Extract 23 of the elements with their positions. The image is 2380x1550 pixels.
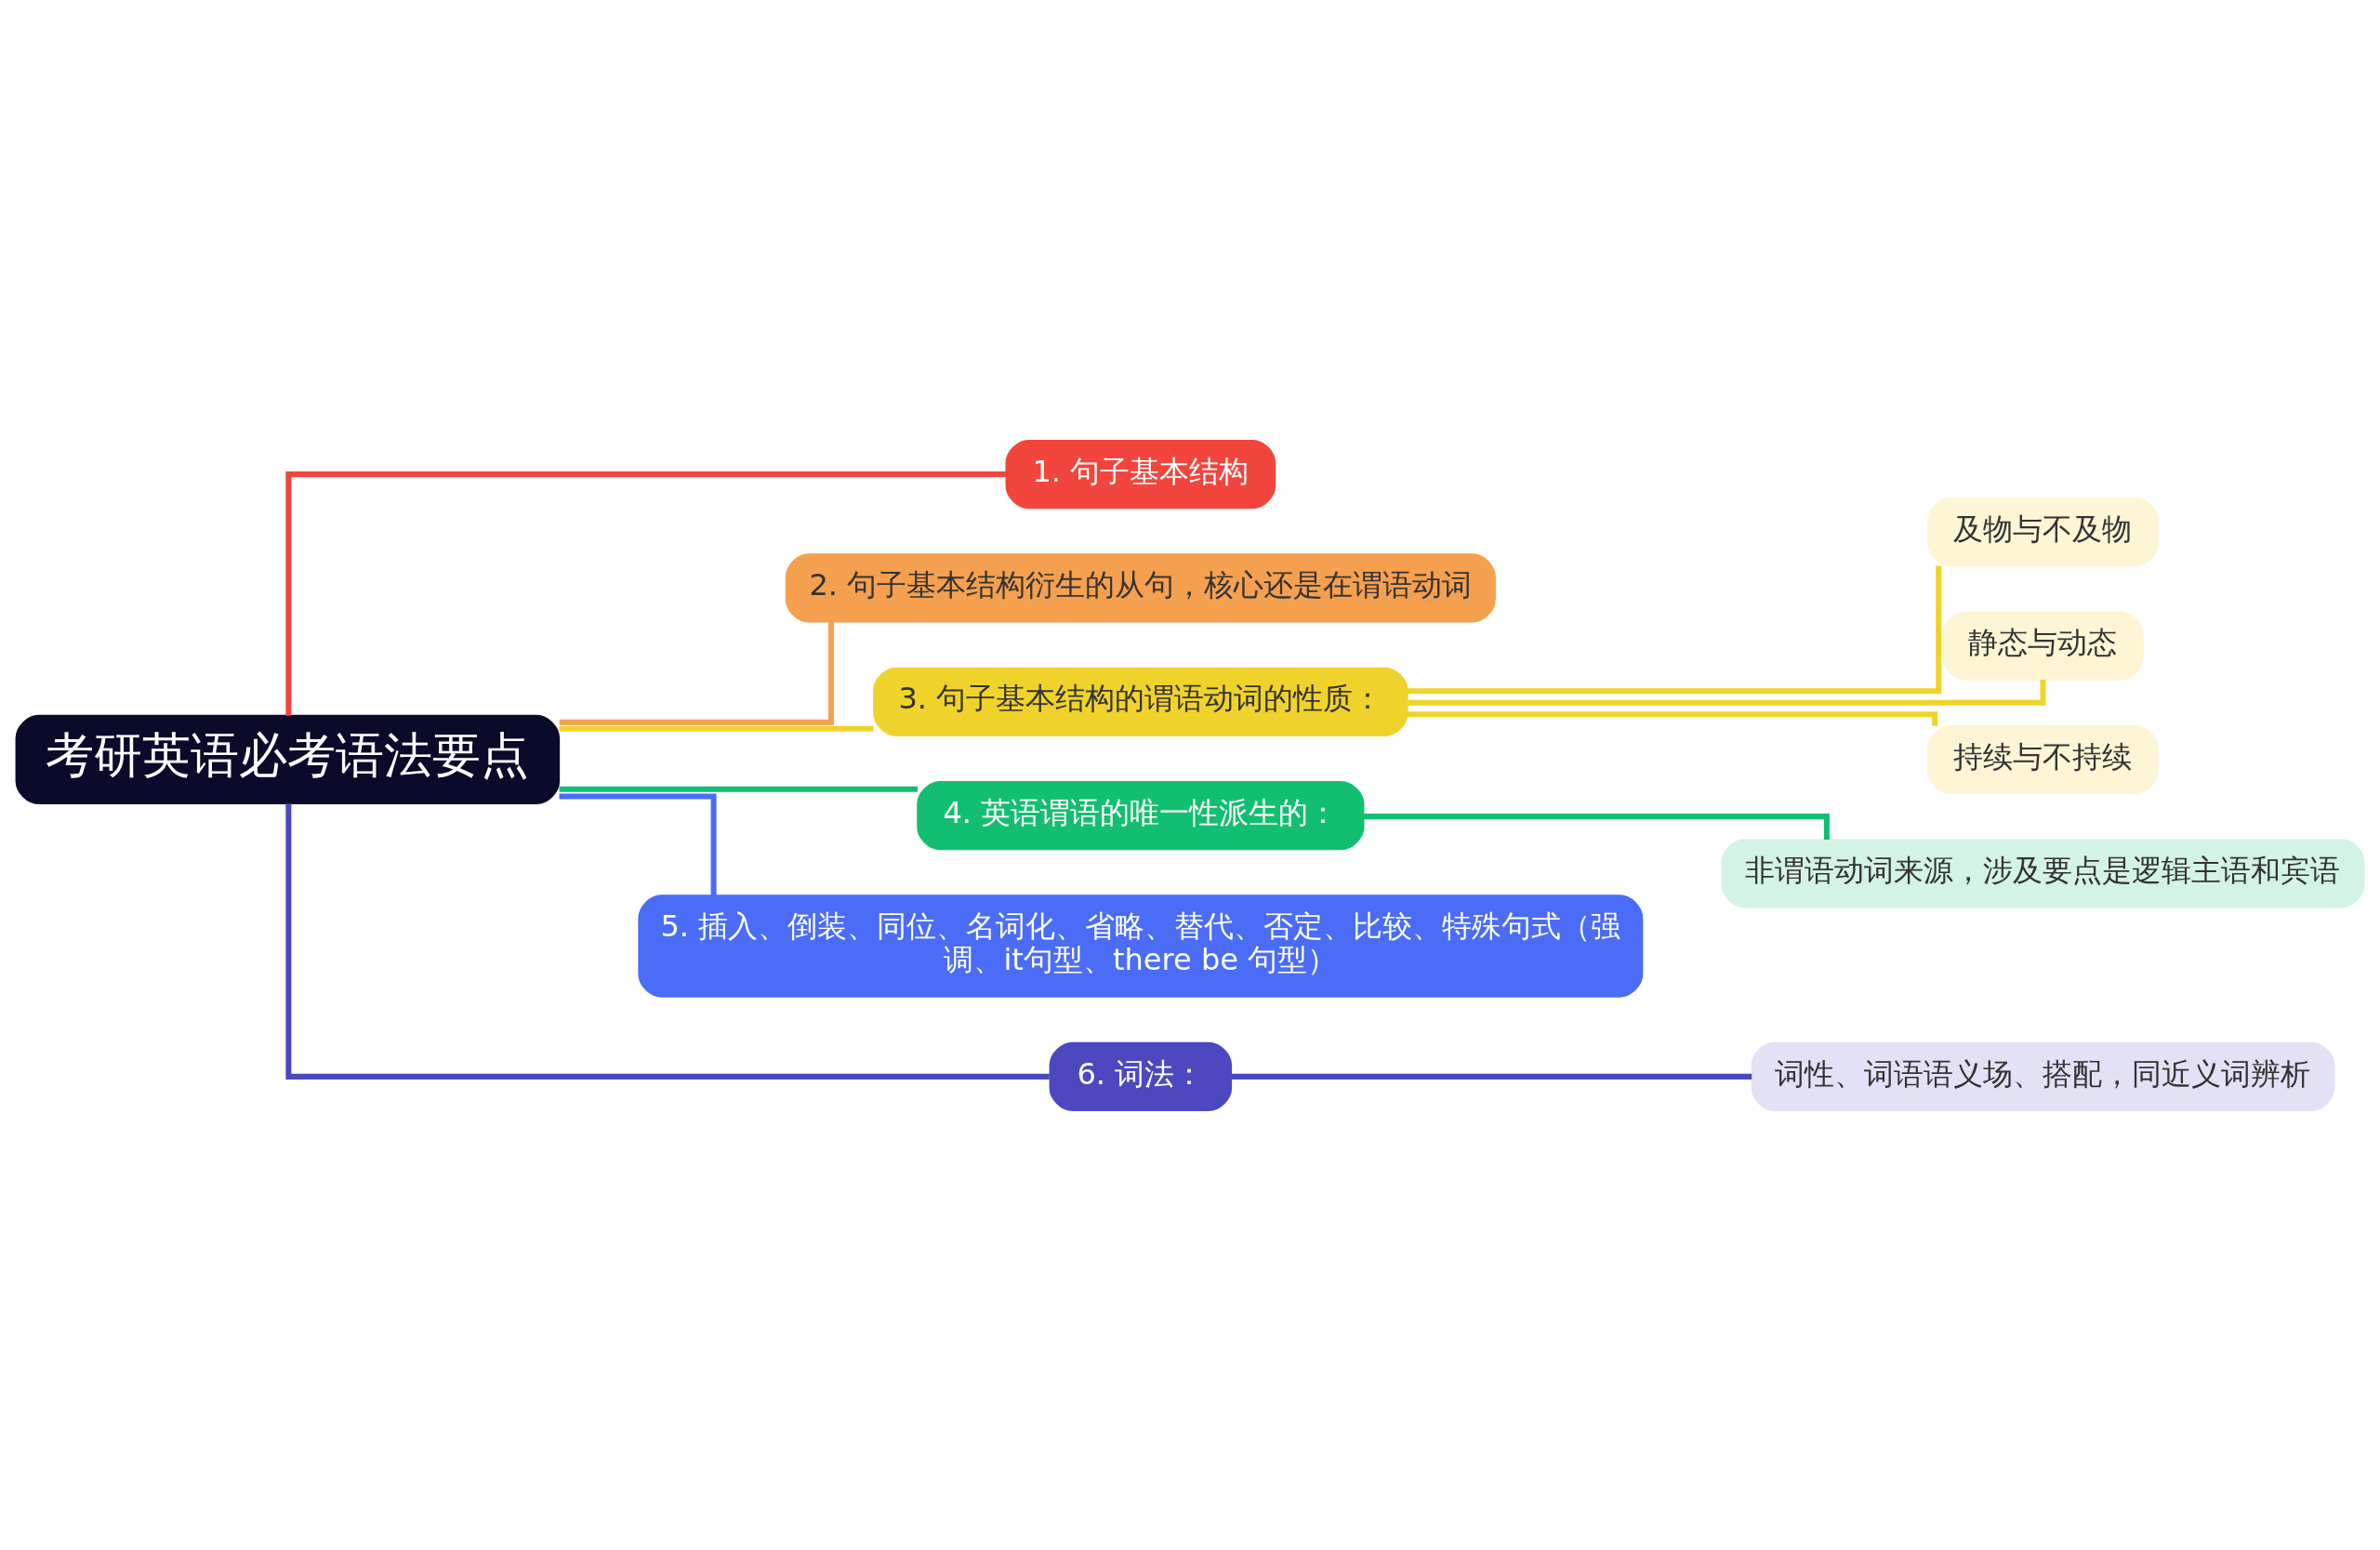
connector (559, 792, 717, 895)
connector (1231, 1073, 1752, 1080)
connector (285, 470, 1007, 716)
node-box: 3. 句子基本结构的谓语动词的性质： (873, 667, 1408, 736)
connector (559, 786, 919, 792)
node-box: 考研英语必考语法要点 (15, 714, 561, 804)
node-box: 持续与不持续 (1927, 724, 2159, 794)
connector (1363, 813, 1830, 840)
connector (1408, 679, 2046, 706)
node-box: 4. 英语谓语的唯一性派生的： (917, 780, 1365, 850)
node-box: 1. 句子基本结构 (1005, 439, 1276, 509)
node-box: 静态与动态 (1942, 611, 2144, 681)
node-box: 2. 句子基本结构衍生的从句，核心还是在谓语动词 (785, 552, 1496, 623)
node-box: 6. 词法： (1049, 1041, 1233, 1111)
node-box: 非谓语动词来源，涉及要点是逻辑主语和宾语 (1721, 838, 2365, 907)
node-box: 及物与不及物 (1927, 497, 2159, 566)
node-box: 词性、词语语义场、搭配，同近义词辨析 (1751, 1041, 2335, 1111)
connector (285, 802, 1050, 1080)
connector (1407, 710, 1938, 726)
node-box: 5. 插入、倒装、同位、名词化、省略、替代、否定、比较、特殊句式（强调、it句型、there be 句型） (638, 894, 1644, 998)
connector (559, 725, 874, 732)
connector (1407, 565, 1942, 694)
connector (559, 621, 834, 725)
